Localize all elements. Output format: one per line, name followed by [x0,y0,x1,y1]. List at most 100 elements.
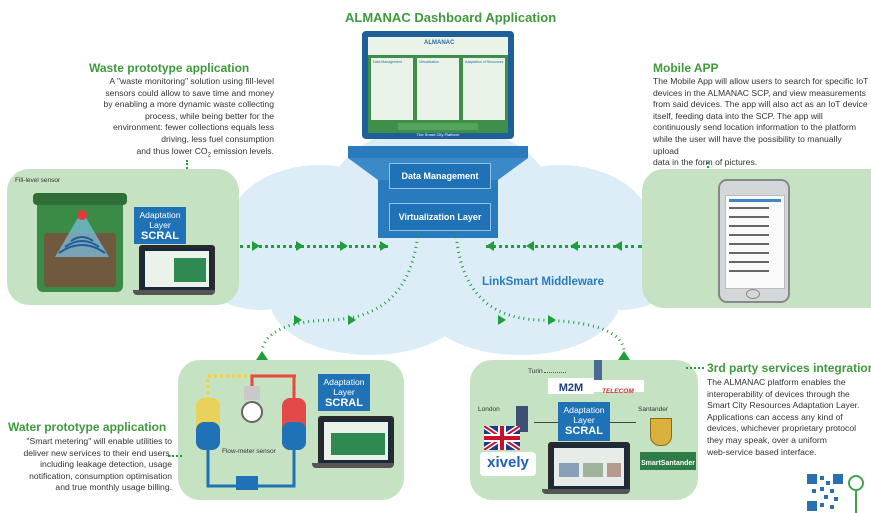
virtualization-layer: Virtualization Layer [389,203,491,231]
waste-link-arrow-4 [380,241,388,251]
water-line-2: deliver new services to their end users, [23,447,172,458]
water-panel: Flow-meter sensor Adaptation Layer SCRAL [178,360,404,500]
water-adaptation-layer: Adaptation Layer SCRAL [318,374,370,411]
phone-row-6 [729,252,769,254]
turin-label: Turin [528,368,543,375]
m2m-logo: M2M [548,378,594,394]
third-party-connector [686,367,704,369]
mobile-line-3: from said devices. The app will also act… [653,99,868,110]
water-line-4: notification, consumption optimisation [29,470,172,481]
third-adaptation-layer: Adaptation Layer SCRAL [558,402,610,441]
third-link-right [610,422,636,423]
santander-label: Santander [638,406,668,413]
dashboard-screen-col-2-label: Virtualization [419,60,439,64]
water-connector [168,455,182,457]
phone-row-5 [729,243,769,245]
water-title: Water prototype application [8,420,167,434]
mobile-line-1: The Mobile App will allow users to searc… [653,76,869,86]
mobile-link-arrow-4 [614,241,622,251]
santander-crest-icon [650,418,672,446]
water-description: "Smart metering" will enable utilities t… [4,436,172,494]
waste-line-5: environment: fewer collections equals le… [113,122,274,133]
waste-co2-tail: emission levels. [210,145,274,156]
london-label: London [478,406,500,413]
phone-row-8 [729,270,769,272]
water-line-3: including leakage detection, usage [40,459,172,470]
waste-adapt-line2: Layer [149,220,171,230]
qr-code-icon [806,473,864,513]
water-adapt-line2: Layer [333,387,355,397]
third-party-description: The ALMANAC platform enables the interop… [707,377,871,458]
third-line-4: Applications can access any kind of [707,411,843,422]
waste-laptop-grid [174,258,206,282]
dashboard-screen-brand: ALMANAC [424,40,455,46]
m2m-logo-text: M2M [558,382,584,394]
smartsantander-logo-text: SmartSantander [640,460,696,467]
third-party-title: 3rd party services integration [707,361,871,375]
third-link-arrow-2 [548,315,556,325]
dashboard-screen-col-3: Adaptation of Resources [463,58,505,120]
water-laptop-grid [331,433,385,455]
waste-co2-subscript: 2 [207,152,211,159]
smartsantander-logo: SmartSantander [640,452,696,470]
mobile-line-2: devices in the ALMANAC SCP, and view mea… [653,87,866,98]
waste-link-line [240,245,388,248]
third-line-3: Smart City Resources Adaptation Layer. [707,400,860,411]
water-adapt-line1: Adaptation [323,377,365,387]
waste-link-arrow-2 [296,241,304,251]
phone-row-1 [729,207,769,209]
waste-description: A "waste monitoring" solution using fill… [64,76,274,162]
third-laptop-screen [548,442,630,492]
mobile-link-arrow-3 [570,241,578,251]
dashboard-monitor: ALMANAC Data Management Virtualization A… [362,31,514,139]
uk-flag-icon [484,426,520,450]
mobile-panel [642,169,871,308]
waste-laptop-base [133,290,215,295]
dashboard-screen: ALMANAC Data Management Virtualization A… [368,37,508,137]
smartphone-screen [725,195,785,289]
xively-logo: xively [480,452,536,476]
waste-line-4: process, while being better for the [145,110,274,121]
waste-line-1: A "waste monitoring" solution using fill… [109,76,274,86]
third-link-arrow-up [618,351,630,360]
xively-logo-text: xively [487,454,529,471]
phone-row-2 [729,216,769,218]
funnel-top-bar [348,146,528,158]
water-laptop-base [312,463,394,468]
third-line-2: interoperability of devices through the [707,388,850,399]
third-adapt-line1: Adaptation [563,405,605,415]
phone-row-4 [729,234,769,236]
waste-bin-lid [33,193,127,205]
telecom-logo: TELECOM [594,380,644,395]
dashboard-screen-footer: The Smart City Platform [398,123,478,137]
mole-tower-icon [594,360,602,380]
waste-adapt-line1: Adaptation [139,210,181,220]
water-adapt-scral: SCRAL [325,397,363,409]
water-line-5: and true monthly usage billing. [55,482,172,493]
waste-line-6: driving, less fuel consumption [161,133,274,144]
phone-row-7 [729,261,769,263]
mobile-link-arrow-2 [526,241,534,251]
mobile-line-5: continuously send location information t… [653,122,857,133]
third-adapt-line2: Layer [573,415,595,425]
dashboard-title: ALMANAC Dashboard Application [345,10,557,25]
third-party-panel: Turin M2M TELECOM London xively Adaptati… [470,360,698,500]
water-line-1: "Smart metering" will enable utilities t… [26,436,172,446]
mobile-line-4: itself, feeding data into the SCP. The a… [653,110,823,121]
signal-wave-icon [55,210,109,257]
telecom-logo-text: TELECOM [602,388,634,395]
third-line-7: web-service based interface. [707,446,817,457]
waste-link-arrow-1 [252,241,260,251]
waste-line-7: and thus lower CO2 emission levels. [64,146,274,162]
mobile-line-6: while the user will have the possibility… [653,133,842,156]
water-laptop-screen [318,416,394,466]
dashboard-screen-col-1-label: Data Management [373,60,402,64]
waste-title: Waste prototype application [89,61,250,75]
dashboard-screen-col-1: Data Management [371,58,413,120]
dashboard-screen-footer-label: The Smart City Platform [416,132,460,137]
third-line-1: The ALMANAC platform enables the [707,377,846,387]
third-laptop-base [542,489,630,494]
mobile-description: The Mobile App will allow users to searc… [653,76,869,169]
fill-level-sensor-label: Fill-level sensor [15,177,61,184]
waste-adaptation-layer: Adaptation Layer SCRAL [134,207,186,244]
